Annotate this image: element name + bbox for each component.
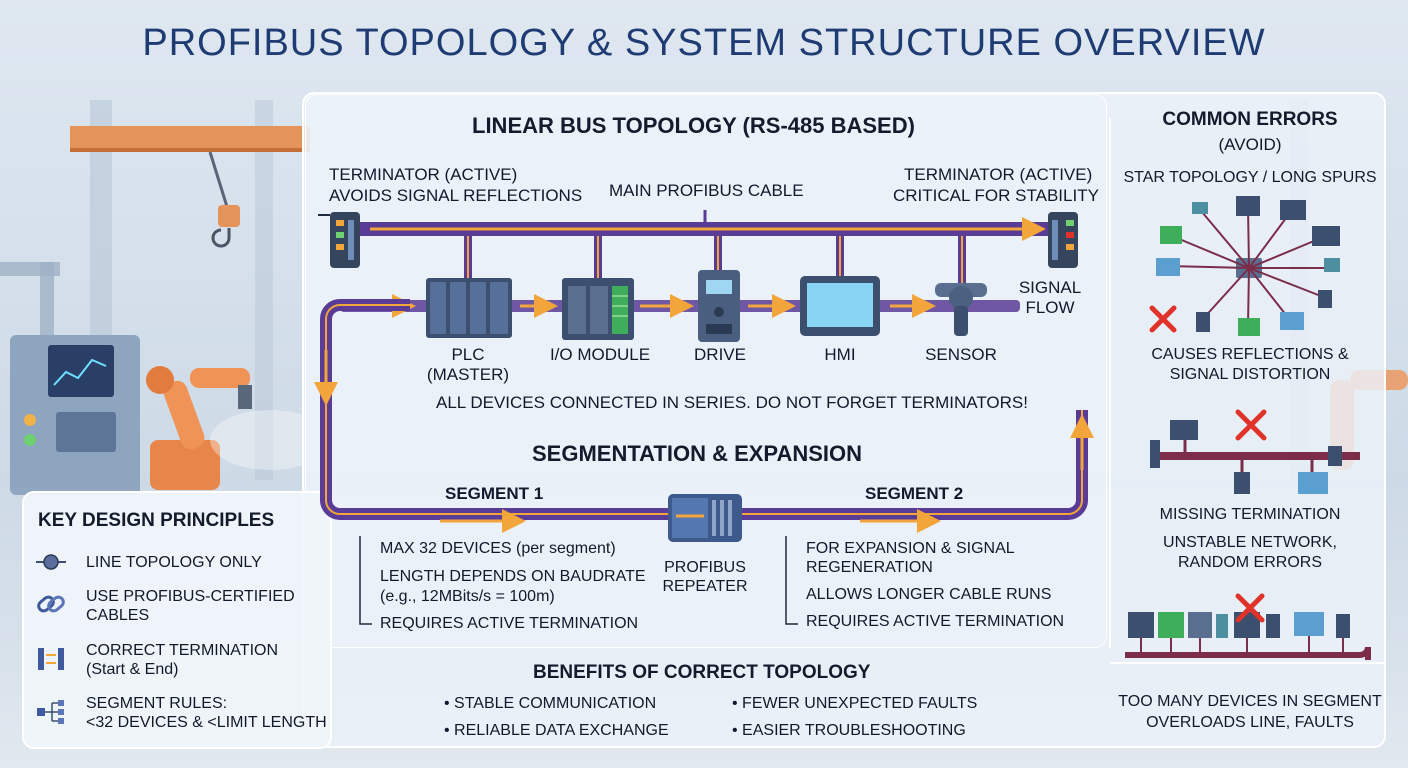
benefit-item: • EASIER TROUBLESHOOTING [732, 722, 966, 739]
io-module-label: I/O MODULE [549, 345, 651, 364]
repeater-label-1: PROFIBUS [664, 559, 746, 576]
page-title: PROFIBUS TOPOLOGY & SYSTEM STRUCTURE OVE… [142, 22, 1266, 64]
principle-1-text: LINE TOPOLOGY ONLY [86, 554, 262, 571]
principle-3-text-1: CORRECT TERMINATION [86, 642, 279, 659]
benefits-list-right: • FEWER UNEXPECTED FAULTS • EASIER TROUB… [732, 690, 977, 744]
terminator-right-label: TERMINATOR (ACTIVE) [904, 165, 1093, 184]
segment-2-spec-2: REGENERATION [806, 559, 933, 576]
principle-3-text-2: (Start & End) [86, 661, 179, 678]
principle-4-text-1: SEGMENT RULES: [86, 695, 228, 712]
termination-icon [38, 648, 64, 670]
segment-2-spec-1: FOR EXPANSION & SIGNAL [806, 540, 1015, 557]
segment-2-label: SEGMENT 2 [865, 484, 964, 503]
errors-bottom-divider [1110, 662, 1386, 664]
plc-label: PLC [451, 345, 485, 364]
benefits-heading: BENEFITS OF CORRECT TOPOLOGY [533, 662, 871, 683]
segmentation-heading: SEGMENTATION & EXPANSION [532, 441, 863, 466]
overload-label-1: TOO MANY DEVICES IN SEGMENT [1118, 693, 1382, 710]
errors-divider [1109, 118, 1111, 648]
chain-link-icon [37, 595, 65, 613]
segment-1-spec-4: REQUIRES ACTIVE TERMINATION [380, 615, 639, 632]
principle-4-text-2: <32 DEVICES & <LIMIT LENGTH [86, 714, 327, 731]
segment-2-spec-3: ALLOWS LONGER CABLE RUNS [806, 586, 1052, 603]
segment-rules-icon [37, 700, 64, 724]
benefit-item: • FEWER UNEXPECTED FAULTS [732, 695, 978, 712]
linear-topology-heading: LINEAR BUS TOPOLOGY (RS-485 BASED) [472, 113, 915, 138]
missing-termination-label: MISSING TERMINATION [1159, 506, 1341, 523]
signal-flow-label-1: SIGNAL [1018, 278, 1082, 297]
segment-1-label: SEGMENT 1 [445, 484, 544, 503]
principles-heading: KEY DESIGN PRINCIPLES [38, 510, 275, 531]
line-topology-icon [36, 554, 66, 570]
signal-flow-label-2: FLOW [1025, 298, 1075, 317]
star-effect-1: CAUSES REFLECTIONS & [1151, 346, 1349, 363]
principle-2-text-2: CABLES [86, 607, 150, 624]
terminator-right-note: CRITICAL FOR STABILITY [893, 186, 1099, 205]
repeater-label-2: REPEATER [662, 578, 748, 595]
missing-effect-2: RANDOM ERRORS [1177, 554, 1322, 571]
terminator-left-note: AVOIDS SIGNAL REFLECTIONS [329, 186, 583, 205]
terminator-left-label: TERMINATOR (ACTIVE) [329, 165, 518, 184]
errors-subheading: (AVOID) [1218, 135, 1282, 154]
drive-label: DRIVE [694, 345, 746, 364]
overload-label-2: OVERLOADS LINE, FAULTS [1146, 714, 1354, 731]
principles-panel [22, 491, 332, 749]
benefit-item: • STABLE COMMUNICATION [444, 695, 657, 712]
star-topology-label: STAR TOPOLOGY / LONG SPURS [1123, 169, 1377, 186]
principle-2-text-1: USE PROFIBUS-CERTIFIED [86, 588, 295, 605]
plc-role-label: (MASTER) [426, 365, 510, 384]
hmi-label: HMI [824, 345, 856, 364]
main-cable-label: MAIN PROFIBUS CABLE [609, 181, 804, 200]
star-effect-2: SIGNAL DISTORTION [1169, 366, 1331, 383]
sensor-label: SENSOR [925, 345, 997, 364]
series-note: ALL DEVICES CONNECTED IN SERIES. DO NOT … [436, 393, 1028, 412]
missing-effect-1: UNSTABLE NETWORK, [1163, 534, 1337, 551]
errors-heading: COMMON ERRORS [1162, 109, 1338, 130]
benefit-item: • RELIABLE DATA EXCHANGE [444, 722, 669, 739]
segment-1-spec-1: MAX 32 DEVICES (per segment) [380, 540, 616, 557]
segment-1-spec-3: (e.g., 12MBits/s = 100m) [380, 588, 555, 605]
benefits-list-left: • STABLE COMMUNICATION • RELIABLE DATA E… [444, 690, 669, 744]
segment-1-spec-2: LENGTH DEPENDS ON BAUDRATE [380, 568, 646, 585]
segment-2-spec-4: REQUIRES ACTIVE TERMINATION [806, 613, 1065, 630]
